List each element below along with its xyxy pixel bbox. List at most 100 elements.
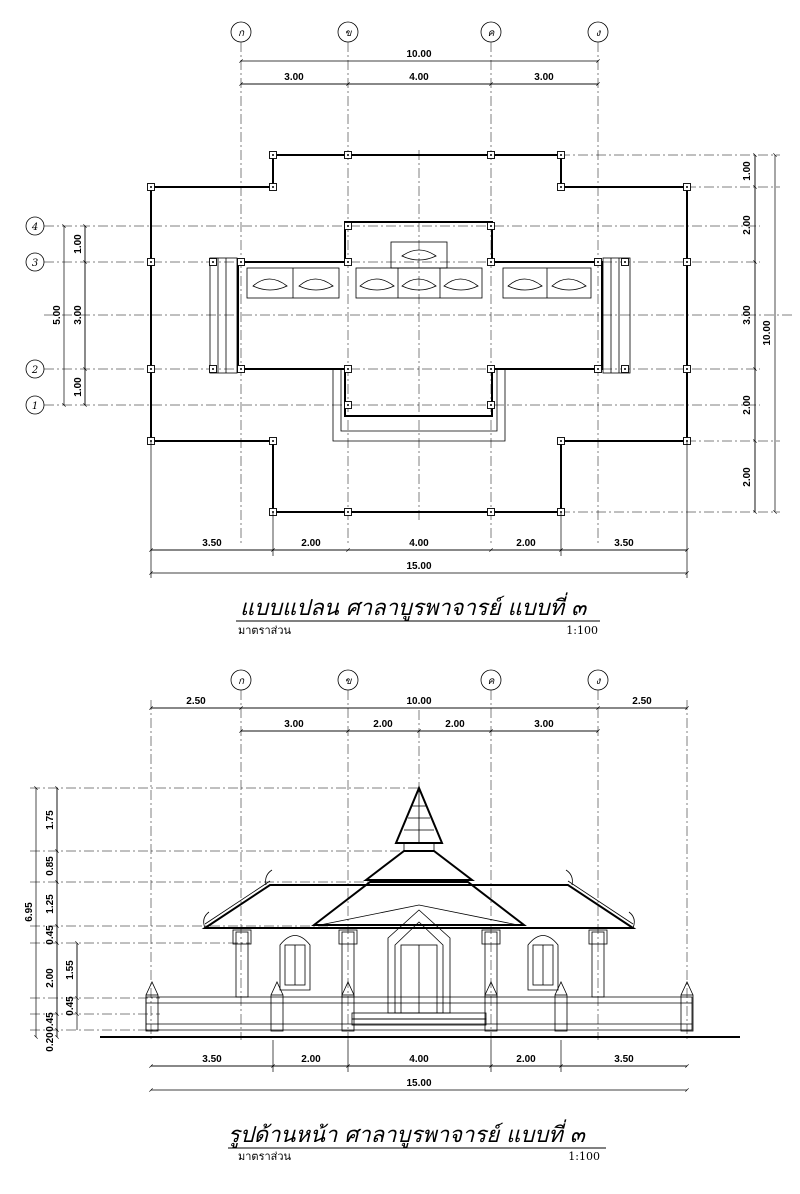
plan-dim-label: 15.00 [406,561,431,572]
plan-title: แบบแปลน ศาลาบูรพาจารย์ แบบที่ ๓ [240,592,588,621]
elev-grid-label: ข [345,676,353,687]
plan-altar-benches [246,241,592,299]
plan-dim-label: 1.00 [742,161,753,181]
plan-column-dot [272,440,274,442]
plan-column-dot [560,186,562,188]
elev-dim-label: 3.50 [202,1054,222,1065]
plan-column-dot [347,511,349,513]
elevation-title: รูปด้านหน้า ศาลาบูรพาจารย์ แบบที่ ๓ [228,1119,587,1148]
plan-dim-label: 2.00 [742,467,753,487]
plan-dim-label: 3.00 [73,305,84,325]
plan-column-dot [490,511,492,513]
plan-grid-label: 2 [31,365,38,376]
plan-column-dot [624,368,626,370]
elev-grid-label: ค [488,676,496,687]
plan-column-dot [686,186,688,188]
elev-dim-label: 2.00 [516,1054,536,1065]
elev-dim-label: 15.00 [406,1078,431,1089]
plan-dim-label: 4.00 [409,72,429,83]
plan-column-dot [347,154,349,156]
plan-column-dot [240,368,242,370]
front-elevation: ก ข ค ง [24,669,740,1163]
elev-dim-label: 0.85 [45,856,56,876]
plan-right-dimensions: 1.00 2.00 3.00 2.00 2.00 10.00 [742,153,777,514]
plan-column-dot [212,368,214,370]
elev-center-lines [30,690,688,1040]
plan-dim-label: 3.00 [534,72,554,83]
elev-dim-label: 3.00 [284,719,304,730]
plan-grid-label: 1 [32,401,38,412]
plan-scale: 1:100 [566,624,598,637]
plan-dim-label: 3.00 [284,72,304,83]
elev-dim-label: 2.00 [45,968,56,988]
plan-dim-label: 10.00 [762,320,773,345]
plan-column-dot [272,186,274,188]
elev-dim-label: 0.45 [45,1012,56,1032]
elev-dim-label: 0.20 [45,1032,56,1052]
elev-left-dimensions: 6.95 1.75 0.85 1.25 0.45 2.00 0.45 0.20 … [24,786,79,1052]
plan-dim-label: 2.00 [742,215,753,235]
plan-grid-label: ค [488,28,496,39]
plan-bottom-dimensions: 3.50 2.00 4.00 2.00 3.50 15.00 [149,441,689,578]
elev-fence [145,981,694,1032]
plan-front-steps [332,369,506,442]
elev-dim-label: 4.00 [409,1054,429,1065]
plan-scale-label: มาตราส่วน [238,624,292,637]
plan-dim-label: 2.00 [742,395,753,415]
elev-grid-label: ง [596,676,602,687]
elev-grid-label: ก [238,676,245,687]
elev-dim-label: 0.45 [65,996,76,1016]
plan-dim-label: 3.00 [742,305,753,325]
plan-column-dot [490,261,492,263]
elev-dim-label: 2.50 [632,696,652,707]
elevation-scale-label: มาตราส่วน [238,1150,292,1163]
plan-grid-label: 3 [32,258,38,269]
plan-dim-label: 1.00 [73,377,84,397]
plan-column-dot [150,368,152,370]
elev-dim-label: 1.25 [45,894,56,914]
plan-dim-label: 10.00 [406,49,431,60]
plan-column-dot [490,368,492,370]
floor-plan: ก ข ค ง 4 3 2 1 [25,21,795,637]
elev-dim-label: 6.95 [24,902,35,922]
elevation-scale: 1:100 [568,1150,600,1163]
plan-dim-label: 3.50 [202,538,222,549]
plan-column-dot [240,261,242,263]
plan-column-dot [347,368,349,370]
plan-column-dot [150,186,152,188]
plan-column-dot [597,368,599,370]
plan-column-dot [597,261,599,263]
plan-left-dimensions: 1.00 3.00 1.00 5.00 [52,224,87,407]
plan-column-dot [347,225,349,227]
plan-dim-label: 2.00 [516,538,536,549]
plan-grid-label: ข [345,28,353,39]
plan-grid-label: ก [238,28,245,39]
plan-dim-label: 3.50 [614,538,634,549]
elev-columns [232,929,608,998]
elev-roofs [201,785,637,929]
plan-column-dot [347,261,349,263]
plan-grid-label: 4 [31,222,38,233]
plan-column-dot [347,404,349,406]
plan-dim-label: 5.00 [52,305,63,325]
elev-dim-label: 10.00 [406,696,431,707]
plan-column-dot [686,261,688,263]
elev-dim-label: 1.75 [45,810,56,830]
plan-column-dot [150,261,152,263]
plan-column-dot [560,440,562,442]
plan-dim-label: 2.00 [301,538,321,549]
elev-dim-label: 2.00 [445,719,465,730]
plan-inner-hall [237,221,603,417]
plan-column-dot [686,368,688,370]
elev-grid-bubbles: ก ข ค ง [230,669,609,691]
elev-top-dimensions: 2.50 10.00 2.50 3.00 2.00 2.00 3.00 [149,696,689,733]
plan-grid-label: ง [596,28,602,39]
elev-windows [279,935,559,991]
elev-dim-label: 1.55 [65,960,76,980]
plan-grid-bubbles: ก ข ค ง 4 3 2 1 [25,21,609,415]
plan-dim-label: 1.00 [73,234,84,254]
plan-top-dimensions: 10.00 3.00 4.00 3.00 [239,49,600,86]
elev-dim-label: 0.45 [45,925,56,945]
elev-dim-label: 2.00 [373,719,393,730]
